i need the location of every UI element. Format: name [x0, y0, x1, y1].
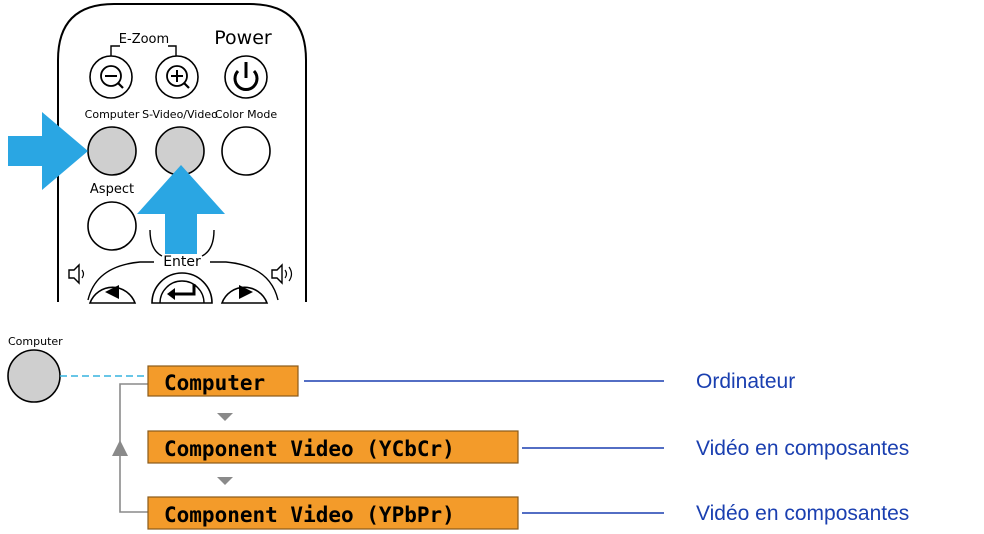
- zoom-out-icon: [100, 65, 122, 87]
- description-text: Vidéo en composantes: [696, 502, 909, 525]
- zoom-minus-button[interactable]: [89, 55, 133, 99]
- right-button[interactable]: [220, 285, 269, 304]
- color-mode-label: Color Mode: [215, 108, 277, 121]
- enter-icon: [172, 284, 196, 296]
- description-text: Ordinateur: [696, 370, 795, 393]
- osd-item: Component Video (YCbCr): [147, 430, 519, 464]
- power-icon: [233, 69, 259, 91]
- osd-box: [147, 496, 519, 530]
- cycle-loop-line: [119, 383, 148, 513]
- up-pointing-arrow-icon: [137, 165, 225, 254]
- volume-up-icon: [271, 263, 293, 285]
- osd-item: Component Video (YPbPr): [147, 496, 519, 530]
- osd-text: Component Video (YPbPr): [164, 503, 455, 527]
- down-arrow-icon: [217, 477, 233, 485]
- zoom-plus-button[interactable]: [155, 55, 199, 99]
- source-computer-button[interactable]: [7, 349, 61, 403]
- ezoom-label: E-Zoom: [119, 32, 169, 47]
- left-button[interactable]: [88, 285, 137, 304]
- source-sequence: Computer Computer Ordinateur Component V…: [7, 335, 909, 530]
- source-button-label: Computer: [8, 335, 63, 348]
- volume-down-icon: [68, 263, 85, 285]
- enter-button[interactable]: [151, 272, 213, 304]
- svideo-button-label: S-Video/Video: [142, 108, 218, 121]
- right-pointing-arrow-icon: [8, 112, 88, 190]
- enter-label: Enter: [163, 254, 201, 270]
- osd-text: Computer: [164, 371, 265, 395]
- aspect-button[interactable]: [87, 201, 137, 251]
- computer-button-label: Computer: [85, 108, 140, 121]
- remote-control: E-Zoom Power Computer S-Video/Video Colo…: [8, 3, 307, 304]
- computer-button[interactable]: [87, 126, 137, 176]
- up-arrow-icon: [112, 440, 128, 456]
- right-arrow-icon: [239, 285, 253, 299]
- osd-item: Computer: [147, 365, 299, 397]
- description-text: Vidéo en composantes: [696, 437, 909, 460]
- osd-box: [147, 430, 519, 464]
- power-button[interactable]: [224, 55, 268, 99]
- power-label: Power: [214, 27, 272, 49]
- osd-text: Component Video (YCbCr): [164, 437, 455, 461]
- color-mode-button[interactable]: [221, 126, 271, 176]
- zoom-in-icon: [166, 65, 188, 87]
- aspect-label: Aspect: [90, 182, 134, 197]
- left-arrow-icon: [105, 285, 119, 299]
- osd-box: [147, 365, 299, 397]
- down-arrow-icon: [217, 413, 233, 421]
